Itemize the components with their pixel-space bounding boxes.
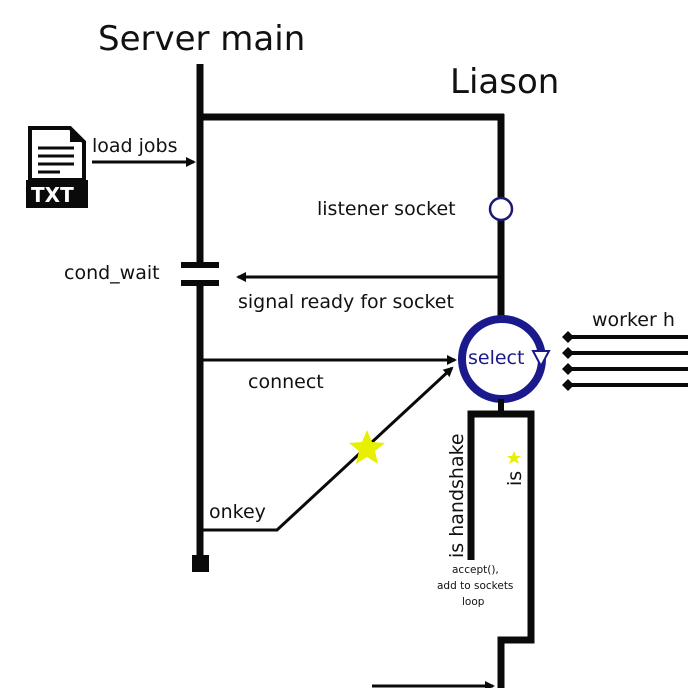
listener-socket-ring	[488, 196, 514, 222]
is-handshake-label: is handshake	[446, 433, 468, 558]
accept-note-line3: loop	[462, 596, 485, 608]
txt-file-icon-text: TXT	[31, 183, 74, 207]
txt-file-icon: TXT	[26, 126, 88, 208]
listener-socket-label: listener socket	[317, 198, 456, 220]
small-star-icon	[507, 451, 521, 464]
select-label: select	[468, 347, 524, 369]
select-triangle-icon	[531, 350, 551, 369]
load-jobs-label: load jobs	[92, 135, 178, 157]
onkey-label: onkey	[209, 501, 266, 523]
worker-label: worker h	[592, 309, 675, 331]
is-label: is	[504, 471, 526, 486]
worker-connectors	[562, 331, 688, 391]
onkey-path	[201, 366, 454, 532]
accept-note-line2: add to sockets	[437, 580, 513, 592]
signal-ready-label: signal ready for socket	[238, 291, 454, 313]
server-main-terminator	[192, 555, 209, 572]
cond-wait-label: cond_wait	[64, 262, 160, 284]
server-main-title: Server main	[98, 19, 305, 59]
connect-label: connect	[248, 371, 324, 393]
star-icon	[349, 430, 385, 464]
handshake-loop-path	[467, 410, 535, 688]
liason-title: Liason	[450, 62, 559, 102]
accept-note-line1: accept(),	[452, 564, 499, 576]
